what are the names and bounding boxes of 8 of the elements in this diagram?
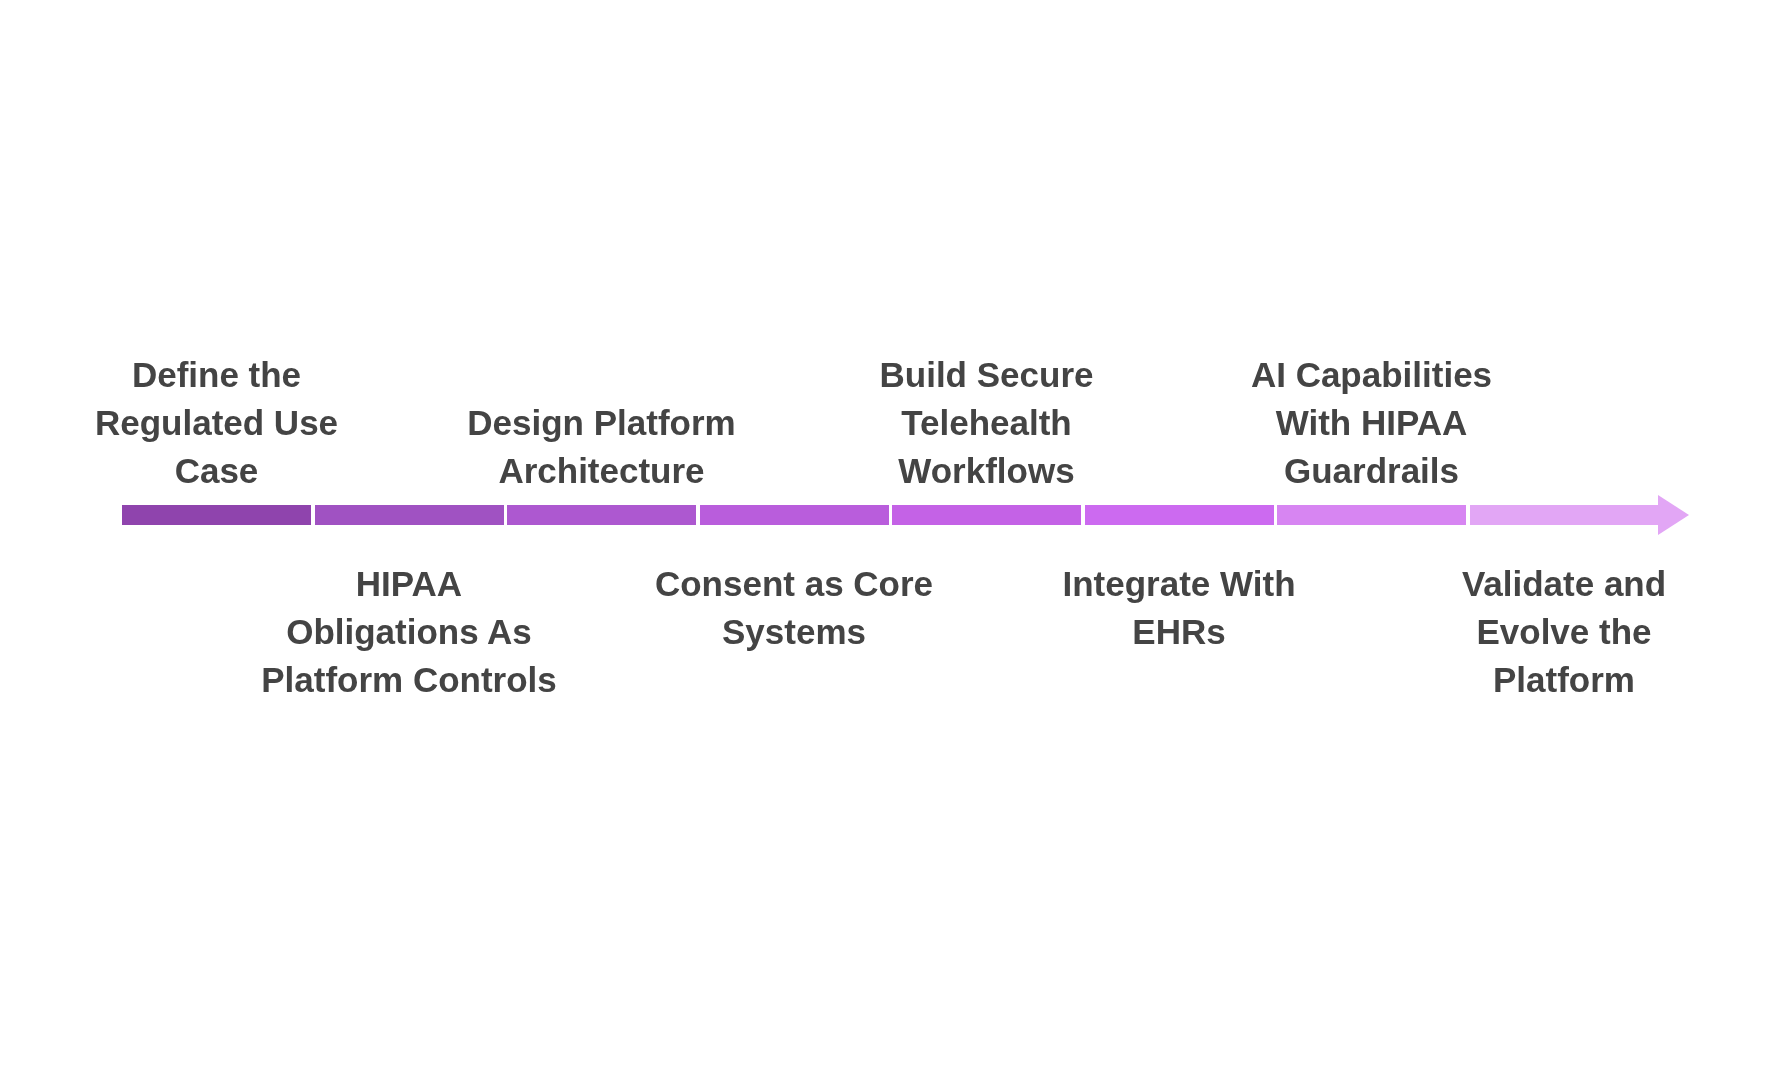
step-label: Define the Regulated Use Case <box>93 354 340 492</box>
step-label: Build Secure Telehealth Workflows <box>878 354 1095 492</box>
step-label: Consent as Core Systems <box>653 563 935 653</box>
step-label: Validate and Evolve the Platform <box>1460 563 1668 701</box>
step-label: Design Platform Architecture <box>466 402 737 492</box>
step-label: HIPAA Obligations As Platform Controls <box>260 563 558 701</box>
step-label: AI Capabilities With HIPAA Guardrails <box>1249 354 1494 492</box>
step-label: Integrate With EHRs <box>1061 563 1297 653</box>
